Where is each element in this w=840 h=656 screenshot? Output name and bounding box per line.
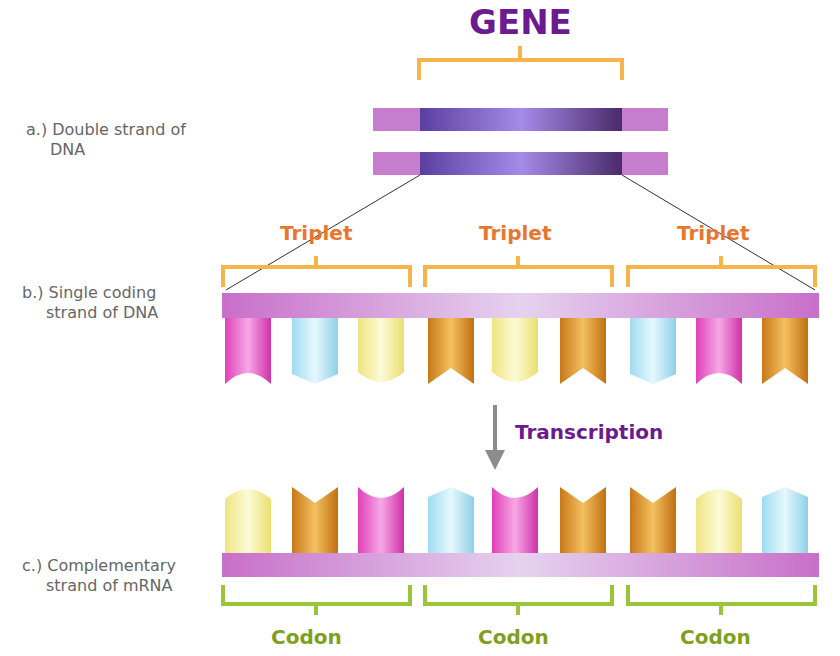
nucleotide-base [225,489,271,553]
dna-strand [373,152,668,175]
codon-bracket [628,585,815,615]
nucleotide-base [560,487,606,553]
nucleotide-base [630,318,676,384]
side-label: a.) Double strand of DNA [26,120,200,160]
coding-strand [222,293,819,318]
mrna-strand [222,553,819,577]
nucleotide-base [428,318,474,384]
nucleotide-base [225,318,271,384]
nucleotide-base [358,487,404,553]
nucleotide-base [762,487,808,553]
arrow-head [485,450,505,470]
nucleotide-base [292,487,338,553]
nucleotide-base [560,318,606,384]
process-label: Transcription [515,420,663,444]
nucleotide-base [762,318,808,384]
dna-strand [373,108,668,131]
side-label: b.) Single coding strand of DNA [22,283,196,323]
triplet-bracket [223,256,410,287]
triplet-bracket [628,256,815,287]
nucleotide-base [696,318,742,384]
codon-label: Codon [680,625,751,649]
codon-bracket [425,585,612,615]
nucleotide-base [292,318,338,384]
side-label: c.) Complementary strand of mRNA [22,556,196,596]
triplet-label: Triplet [479,221,551,245]
codon-bracket [223,585,410,615]
nucleotide-base [358,318,404,382]
codon-label: Codon [271,625,342,649]
codon-label: Codon [478,625,549,649]
arrow-shaft [493,405,497,452]
zoom-line [622,175,815,290]
diagram-title: GENE [469,2,572,42]
triplet-label: Triplet [677,221,749,245]
zoom-line [226,175,420,290]
gene-region [420,108,622,131]
nucleotide-base [630,487,676,553]
nucleotide-base [428,487,474,553]
nucleotide-base [696,489,742,553]
nucleotide-base [492,487,538,553]
gene-bracket [419,46,622,80]
triplet-label: Triplet [280,221,352,245]
triplet-bracket [425,256,612,287]
nucleotide-base [492,318,538,382]
gene-region [420,152,622,175]
